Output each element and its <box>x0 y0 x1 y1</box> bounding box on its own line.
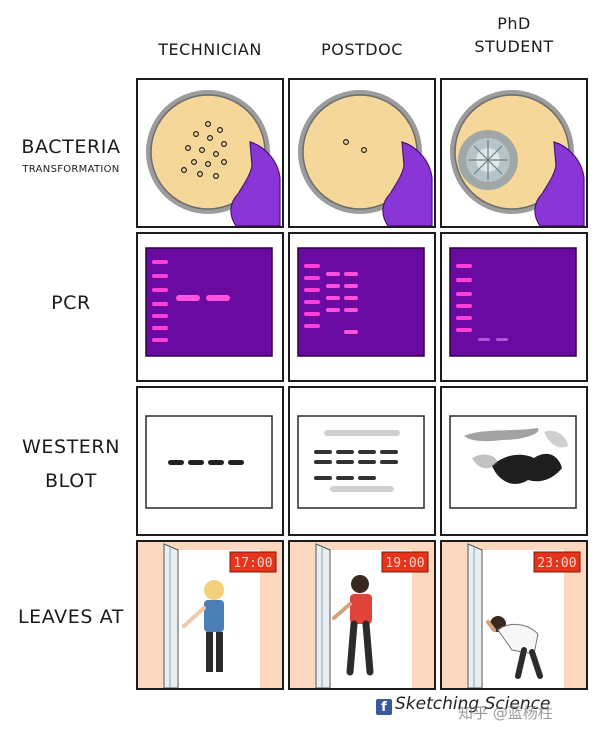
bacteria-colonies <box>180 120 227 179</box>
gel-postdoc <box>297 247 425 357</box>
row-header-western-line1: WESTERN <box>21 436 121 458</box>
ladder-bands <box>152 260 168 342</box>
clock-time-phd: 23:00 <box>537 556 576 571</box>
scene-phd: 23:00 <box>442 542 586 688</box>
sample-bands <box>326 272 358 334</box>
column-header-phd-line2: STUDENT <box>474 37 554 56</box>
clock-time-technician: 17:00 <box>233 556 272 571</box>
panel-leaves-phd: 23:00 <box>440 540 588 690</box>
purple-glove-icon <box>382 141 433 226</box>
purple-glove-icon <box>230 141 281 226</box>
blot-phd <box>449 415 577 509</box>
postdoc-figure-icon <box>332 575 374 676</box>
panel-bacteria-phd <box>440 78 588 228</box>
panel-western-technician <box>136 386 284 536</box>
panel-leaves-technician: 17:00 <box>136 540 284 690</box>
fungal-contamination-icon <box>458 130 518 190</box>
sample-bands <box>478 338 508 341</box>
panel-pcr-postdoc <box>288 232 436 382</box>
sample-bands <box>176 295 230 301</box>
panel-pcr-technician <box>136 232 284 382</box>
panel-western-phd <box>440 386 588 536</box>
technician-figure-icon <box>182 580 224 672</box>
phd-student-figure-icon <box>486 616 543 679</box>
row-header-leaves: LEAVES AT <box>17 606 124 628</box>
panel-bacteria-postdoc <box>288 78 436 228</box>
column-header-technician: TECHNICIAN <box>158 40 262 59</box>
column-header-postdoc: POSTDOC <box>321 40 403 59</box>
row-header-bacteria-sub: TRANSFORMATION <box>22 164 120 175</box>
gel-phd <box>449 247 577 357</box>
panel-bacteria-technician <box>136 78 284 228</box>
ladder-bands <box>456 264 472 332</box>
wall-clock-icon <box>229 551 277 573</box>
blot-technician <box>145 415 273 509</box>
panel-pcr-phd <box>440 232 588 382</box>
row-header-bacteria: BACTERIA <box>21 136 121 158</box>
blot-bands <box>168 460 244 465</box>
bacteria-colonies <box>342 138 367 153</box>
scene-postdoc: 19:00 <box>290 542 434 688</box>
panel-western-postdoc <box>288 386 436 536</box>
brand-label: Sketching Science <box>395 694 551 714</box>
gel-technician <box>145 247 273 357</box>
blot-postdoc <box>297 415 425 509</box>
row-header-western-line2: BLOT <box>45 470 97 492</box>
facebook-icon: f <box>376 699 392 715</box>
clock-time-postdoc: 19:00 <box>385 556 424 571</box>
panel-leaves-postdoc: 19:00 <box>288 540 436 690</box>
wall-clock-icon <box>533 551 581 573</box>
column-header-phd-line1: PhD <box>497 14 531 33</box>
blot-bands <box>314 450 398 480</box>
scene-technician: 17:00 <box>138 542 282 688</box>
row-header-pcr: PCR <box>51 292 91 314</box>
zhihu-watermark: 知乎 @蓝杨柱 <box>458 704 553 722</box>
petri-dish-phd <box>450 90 585 226</box>
ladder-bands <box>304 264 320 328</box>
smeared-blot-icon <box>464 428 568 484</box>
wall-clock-icon <box>381 551 429 573</box>
purple-glove-icon <box>534 141 585 226</box>
petri-dish-postdoc <box>298 90 433 226</box>
petri-dish-technician <box>146 90 281 226</box>
